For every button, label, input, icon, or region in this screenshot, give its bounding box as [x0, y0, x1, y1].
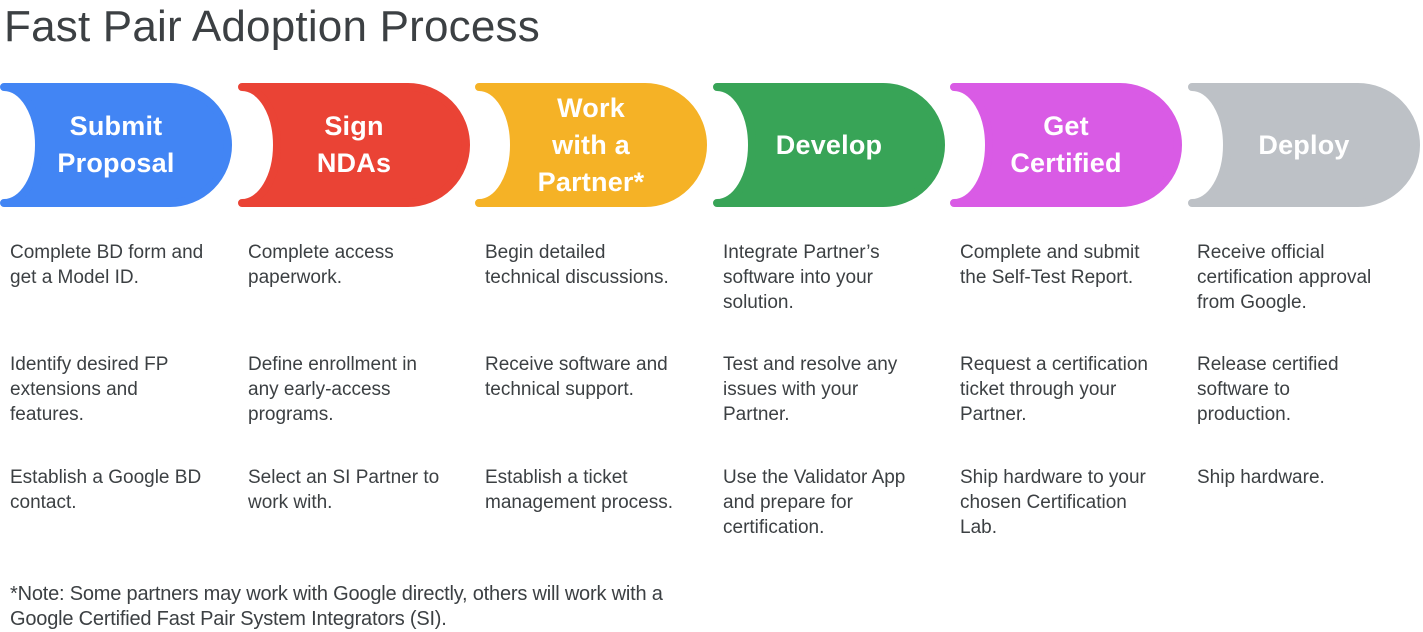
task-text: Release certified software to production… — [1197, 354, 1339, 425]
task-text: Begin detailed technical discussions. — [485, 242, 669, 288]
step-submit-proposal: Submit Proposal — [0, 83, 232, 207]
task-text: Identify desired FP extensions and featu… — [10, 354, 169, 425]
task-text: Complete and submit the Self-Test Report… — [960, 242, 1140, 288]
page-title: Fast Pair Adoption Process — [4, 2, 540, 51]
step-label-deploy-get-certified: Get Certified — [1010, 111, 1122, 178]
step-develop: Develop — [713, 83, 945, 207]
task-text: Ship hardware. — [1197, 467, 1325, 488]
task-text: Integrate Partner’s software into your s… — [723, 242, 880, 313]
step-deploy: Deploy — [1188, 83, 1420, 207]
step-label-develop: Develop — [775, 129, 883, 160]
step-label-submit-proposal: Submit Proposal — [57, 111, 175, 178]
task-text: Complete BD form and get a Model ID. — [10, 242, 204, 288]
step-sign-ndas: Sign NDAs — [238, 83, 470, 207]
task-text: Establish a ticket management process. — [485, 467, 673, 513]
column-submit-proposal: Complete BD form and get a Model ID. Ide… — [10, 240, 238, 515]
column-work-with-partner: Begin detailed technical discussions. Re… — [485, 240, 713, 515]
column-sign-ndas: Complete access paperwork. Define enroll… — [248, 240, 476, 515]
step-shape-green — [713, 83, 945, 207]
task-text: Test and resolve any issues with your Pa… — [723, 354, 898, 425]
process-steps-row: Submit Proposal Sign NDAs Work with a Pa… — [0, 83, 1423, 207]
step-shape-red — [238, 83, 470, 207]
step-shape-gray — [1188, 83, 1420, 207]
task-text: Receive software and technical support. — [485, 354, 668, 400]
task-text: Use the Validator App and prepare for ce… — [723, 467, 906, 538]
task-text: Establish a Google BD contact. — [10, 467, 202, 513]
footnote: *Note: Some partners may work with Googl… — [10, 583, 663, 630]
step-shape-yellow — [475, 83, 707, 207]
step-shape-blue — [0, 83, 232, 207]
task-text: Request a certification ticket through y… — [960, 354, 1148, 425]
task-text: Ship hardware to your chosen Certificati… — [960, 467, 1146, 538]
task-text: Select an SI Partner to work with. — [248, 467, 440, 513]
column-develop: Integrate Partner’s software into your s… — [723, 240, 951, 540]
task-text: Complete access paperwork. — [248, 242, 394, 288]
step-label-sign-ndas: Sign NDAs — [316, 111, 392, 178]
task-text: Define enrollment in any early-access pr… — [248, 354, 417, 425]
column-get-certified: Complete and submit the Self-Test Report… — [960, 240, 1188, 540]
step-label-work-with-partner: Work with a Partner* — [537, 92, 645, 197]
step-get-certified: Get Certified — [950, 83, 1182, 207]
step-work-with-partner: Work with a Partner* — [475, 83, 707, 207]
step-label-deploy: Deploy — [1258, 129, 1350, 160]
task-text: Receive official certification approval … — [1197, 242, 1372, 313]
step-shape-magenta — [950, 83, 1182, 207]
column-deploy: Receive official certification approval … — [1197, 240, 1423, 490]
